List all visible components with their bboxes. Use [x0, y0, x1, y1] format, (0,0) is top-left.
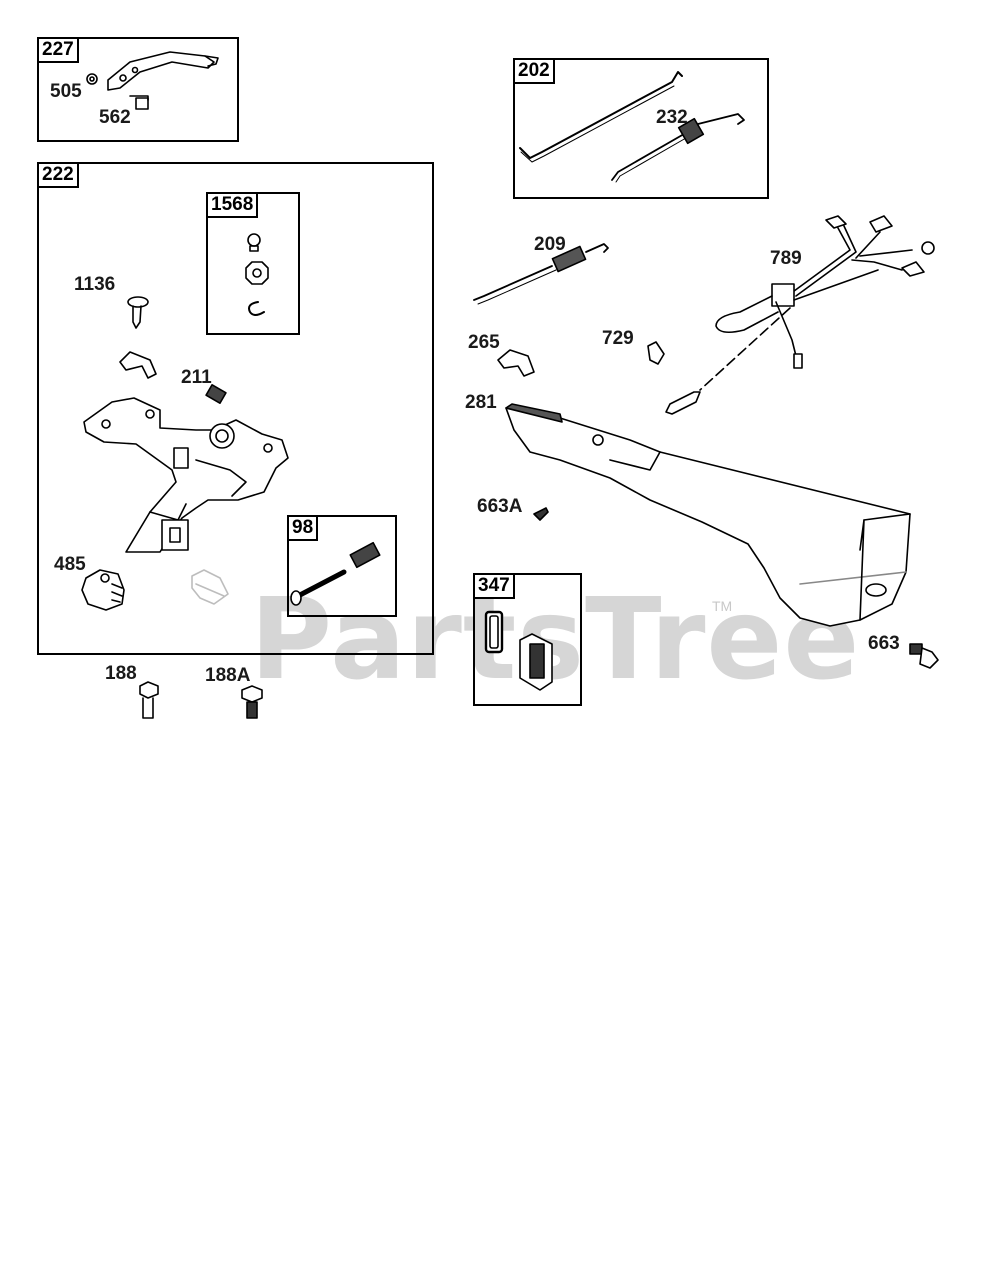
label-789: 789 — [770, 248, 802, 269]
part-227-lever-bracket — [107, 51, 219, 91]
part-281-handle — [505, 403, 911, 627]
part-188A-bolt — [241, 685, 263, 719]
group-number-98: 98 — [287, 515, 319, 541]
part-98-screw-spring — [290, 541, 381, 606]
part-265-clip — [497, 349, 535, 377]
group-box-227: 227 — [37, 37, 239, 142]
label-232: 232 — [656, 107, 688, 128]
group-number-222: 222 — [37, 162, 79, 188]
label-188: 188 — [105, 663, 137, 684]
label-281: 281 — [465, 392, 497, 413]
group-box-222: 222 — [37, 162, 434, 655]
part-663-bolt — [909, 643, 939, 669]
group-box-347: 347 — [473, 573, 582, 706]
label-663A: 663A — [477, 496, 523, 517]
group-number-347: 347 — [473, 573, 515, 599]
watermark: PartsTree — [250, 575, 861, 705]
label-188A: 188A — [205, 665, 251, 686]
label-265: 265 — [468, 332, 500, 353]
group-number-227: 227 — [37, 37, 79, 63]
part-211-spring — [205, 384, 227, 404]
label-729: 729 — [602, 328, 634, 349]
part-505-nut — [86, 73, 98, 85]
group-box-98: 98 — [287, 515, 397, 617]
part-485-cap — [81, 569, 125, 611]
part-1568-hardware — [245, 233, 269, 316]
group-number-202: 202 — [513, 58, 555, 84]
label-562: 562 — [99, 107, 131, 128]
group-box-202: 202 — [513, 58, 769, 199]
label-211: 211 — [181, 367, 212, 388]
label-663: 663 — [868, 633, 900, 654]
part-232-spring — [611, 113, 745, 183]
part-1136-screw — [127, 296, 149, 329]
part-222-control-bracket — [83, 397, 289, 553]
part-562-clip — [129, 95, 149, 110]
label-505: 505 — [50, 81, 82, 102]
label-1136: 1136 — [74, 274, 116, 295]
part-faded-clip — [191, 569, 229, 605]
part-663A-screw — [533, 507, 549, 521]
part-209-spring — [473, 243, 609, 305]
part-265-clip-small — [119, 351, 157, 379]
part-347-switch — [484, 610, 553, 691]
part-188-bolt — [139, 681, 159, 719]
group-box-1568: 1568 — [206, 192, 300, 335]
group-number-1568: 1568 — [206, 192, 259, 218]
label-485: 485 — [54, 554, 86, 575]
part-202-rod — [519, 71, 683, 159]
trademark-mark: TM — [712, 598, 733, 614]
label-209: 209 — [534, 234, 566, 255]
part-789-wire-harness — [665, 215, 935, 415]
part-729-clip — [647, 341, 665, 365]
